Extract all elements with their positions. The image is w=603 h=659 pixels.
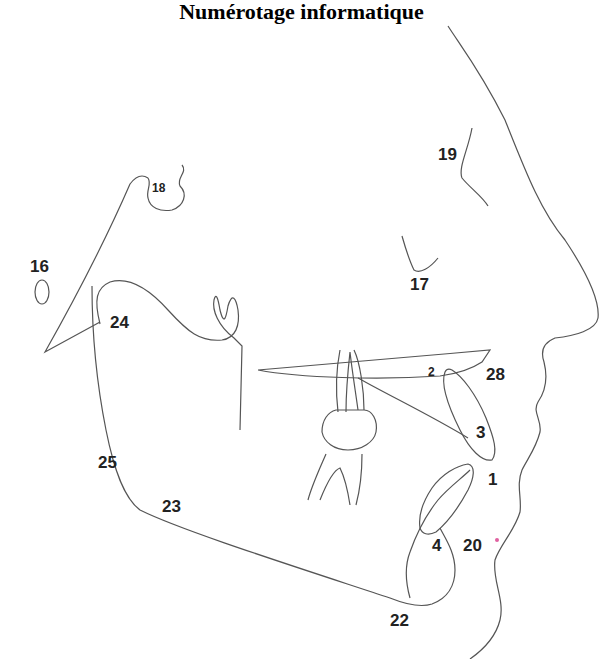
callout-number: 16 [30,258,49,275]
callout-number: 22 [390,612,409,629]
callout-number: 20 [463,537,482,554]
callout-number: 17 [410,276,429,293]
callout-number: 18 [152,182,165,194]
callout-number: 25 [98,454,117,471]
callout-number: 19 [438,146,457,163]
callout-number: 4 [432,537,441,554]
callout-number: 3 [476,424,485,441]
callout-number: 24 [110,314,129,331]
callout-number: 1 [488,471,497,488]
callout-number: 28 [486,366,505,383]
page-title: Numérotage informatique [0,0,603,24]
callout-number: 23 [162,498,181,515]
callout-number: 2 [428,366,435,378]
